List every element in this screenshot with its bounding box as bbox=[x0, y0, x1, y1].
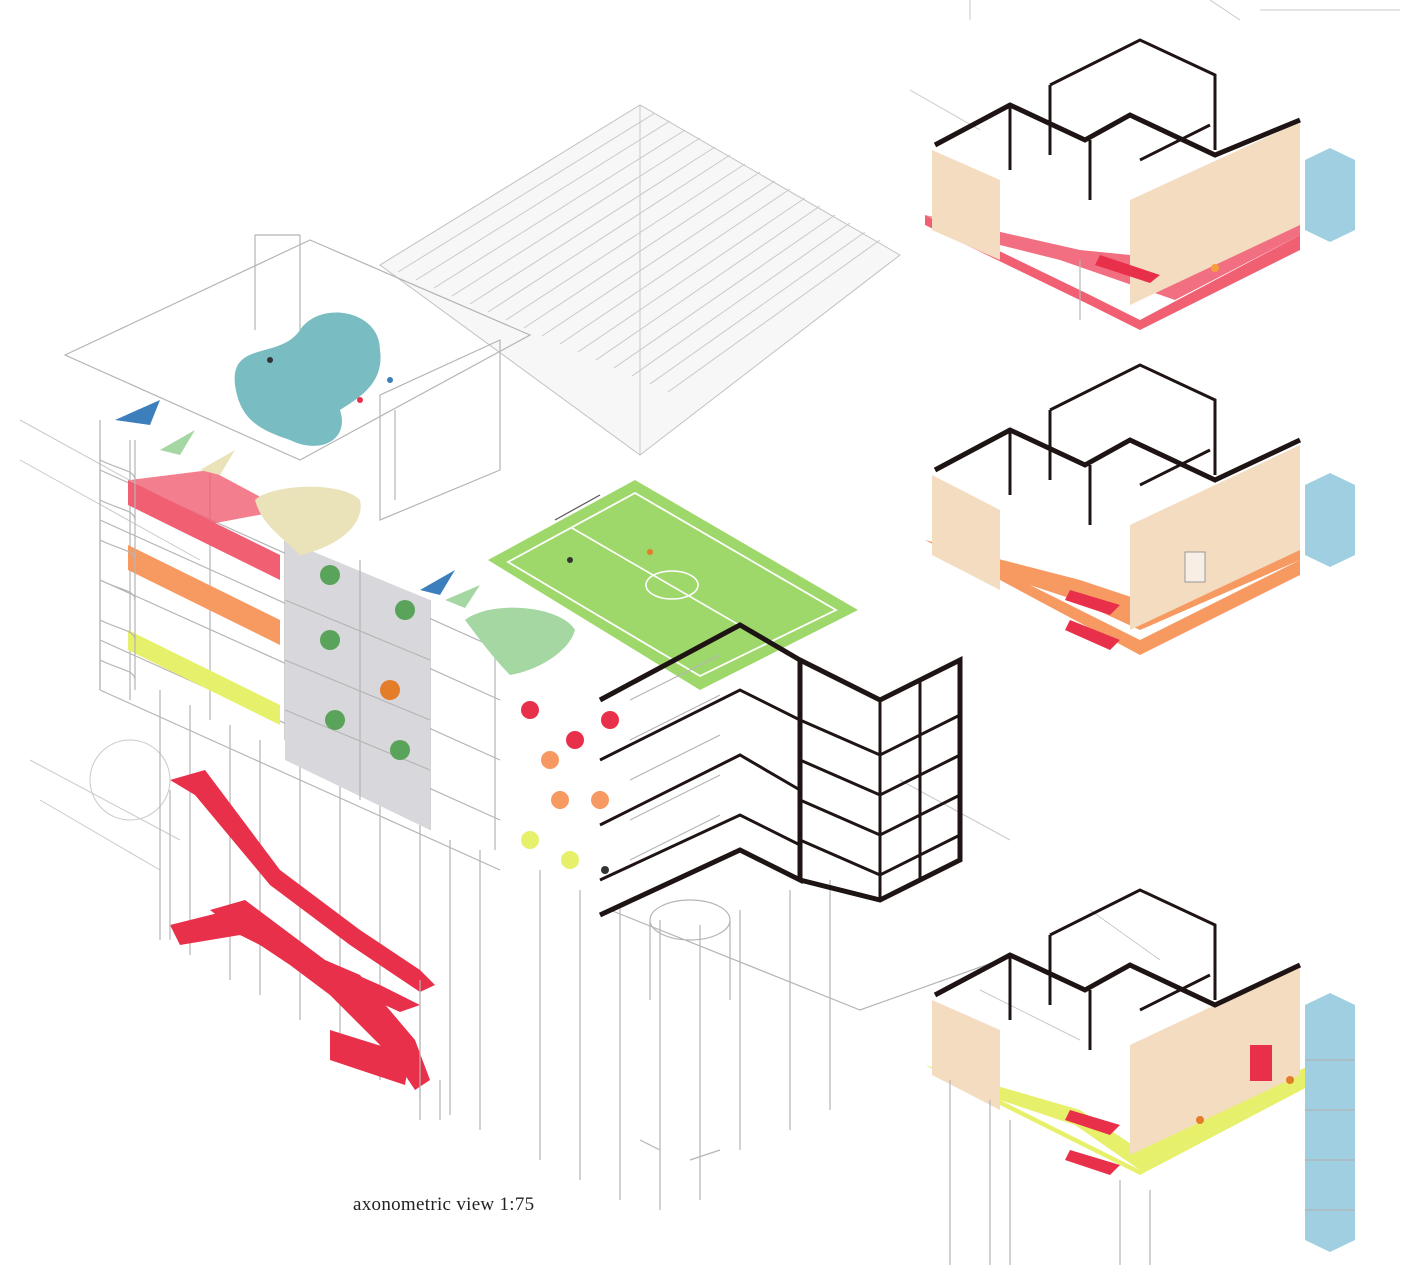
mesh-roof-canopy bbox=[379, 104, 901, 456]
drawing-caption: axonometric view 1:75 bbox=[353, 1194, 535, 1215]
garden-facade bbox=[284, 540, 431, 830]
section-block bbox=[598, 622, 963, 918]
spiral-stair bbox=[99, 440, 136, 690]
floor-unit-pink bbox=[925, 38, 1355, 330]
building-piers bbox=[159, 690, 1001, 1210]
exploded-red-stairs bbox=[169, 770, 441, 1120]
floor-bands-left bbox=[128, 470, 285, 725]
floor-unit-yellow bbox=[925, 888, 1355, 1265]
rooftop-pool bbox=[234, 312, 381, 446]
floating-sails bbox=[115, 400, 575, 675]
cafe-terrace bbox=[521, 701, 619, 869]
background-site-lines bbox=[19, 0, 1400, 1041]
people-figures bbox=[267, 264, 1294, 1124]
floor-unit-orange bbox=[925, 363, 1355, 655]
